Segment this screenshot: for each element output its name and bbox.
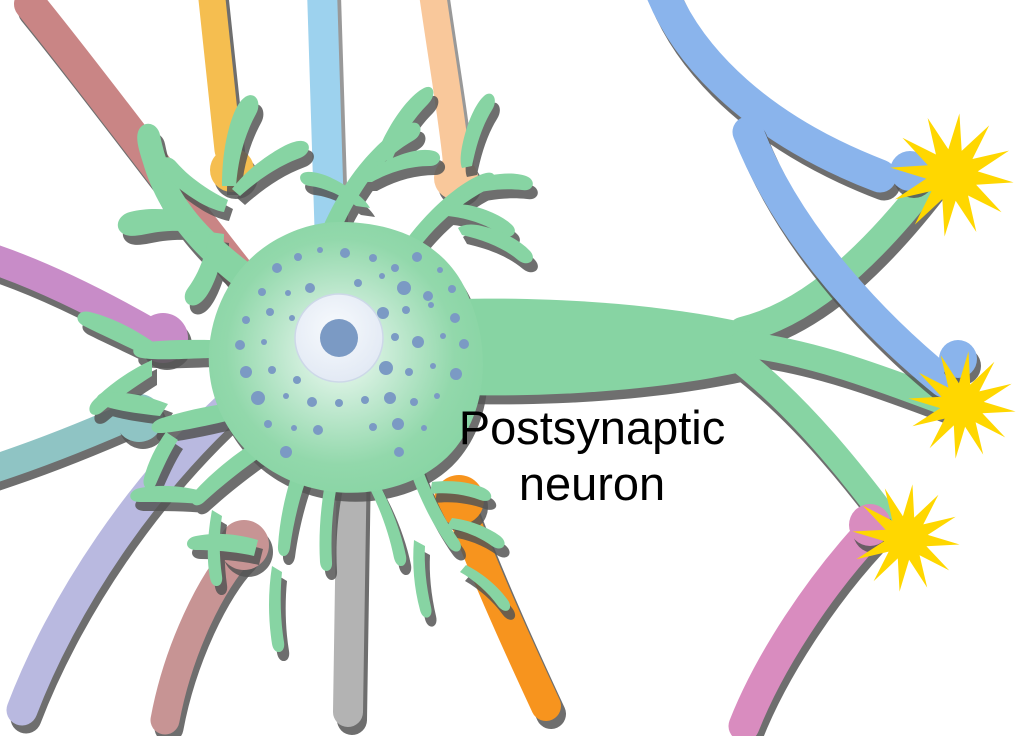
ribosome-dot [251,391,265,405]
ribosome-dot [437,267,443,273]
synapse-star-target-blue-upper [890,113,1014,237]
ribosome-dot [317,247,323,253]
ribosome-dot [410,398,418,406]
ribosome-dot [450,313,460,323]
ribosome-dot [391,333,399,341]
synapse-star-target-blue-lower [908,351,1016,459]
ribosome-dot [384,392,396,404]
ribosome-dot [293,376,301,384]
ribosome-dot [354,279,362,287]
synapse-star-target-pink [852,484,960,592]
bouton-blue-lower [939,340,977,378]
ribosome-dot [405,368,413,376]
ribosome-dot [264,420,272,428]
ribosome-dot [258,288,266,296]
ribosome-dot [459,339,469,349]
ribosome-dot [377,307,389,319]
nucleolus [320,319,358,357]
ribosome-dot [434,393,440,399]
ribosome-dot [307,397,317,407]
axon-branch-middle [729,331,957,415]
ribosome-dot [450,368,462,380]
ribosome-dot [421,425,427,431]
ribosome-dot [430,363,436,369]
ribosome-dot [402,306,410,314]
ribosome-dot [261,339,267,345]
ribosome-dot [361,396,369,404]
ribosome-dot [369,254,377,262]
target-axon-pink[interactable] [728,504,895,736]
ribosome-dot [448,285,456,293]
ribosome-dot [305,283,315,293]
ribosome-dot [392,418,404,430]
ribosome-dot [280,446,292,458]
ribosome-dot [397,281,411,295]
ribosome-dot [291,425,297,431]
ribosome-dot [440,333,446,339]
ribosome-dot [391,264,399,272]
ribosome-dot [285,290,291,296]
ribosome-dot [289,315,295,321]
ribosome-dot [412,336,424,348]
ribosome-dot [335,399,343,407]
ribosome-dot [313,425,323,435]
ribosome-dot [428,302,434,308]
ribosome-dot [412,252,422,262]
caption-line-1: Postsynaptic [459,401,725,454]
ribosome-dot [240,366,252,378]
ribosome-dot [235,340,245,350]
ribosome-dot [394,447,404,457]
ribosome-dot [266,308,274,316]
ribosome-dot [268,366,276,374]
ribosome-dot [379,273,385,279]
presynaptic-axon-peach[interactable] [419,0,482,207]
ribosome-dot [369,423,377,431]
caption-line-2: neuron [519,457,665,510]
ribosome-dot [272,263,282,273]
ribosome-dot [283,393,289,399]
ribosome-dot [423,291,433,301]
ribosome-dot [379,361,393,375]
ribosome-dot [242,316,250,324]
ribosome-dot [294,253,302,261]
synapse-stars [852,113,1016,592]
ribosome-dots [235,247,469,458]
ribosome-dot [340,248,350,258]
